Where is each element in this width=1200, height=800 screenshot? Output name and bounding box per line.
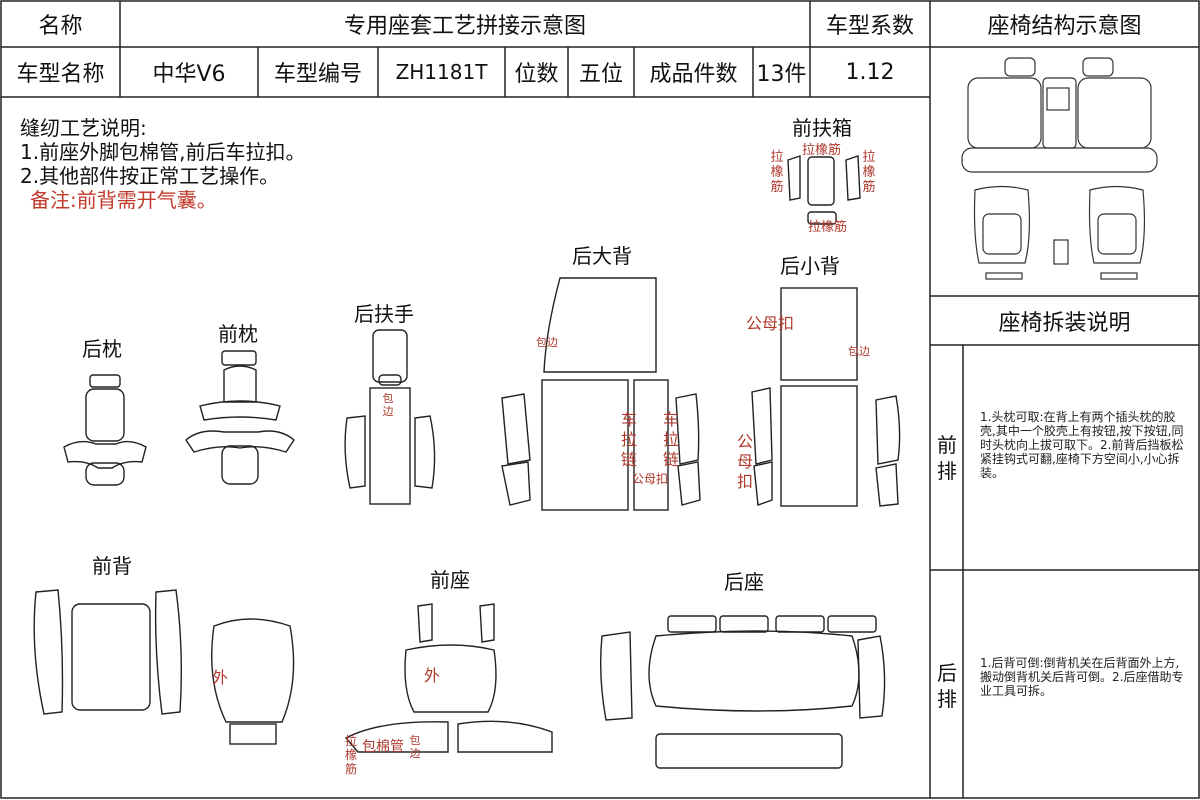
assembly-title: 座椅拆装说明 — [998, 310, 1131, 336]
annotation-snap-big-back: 公母扣 — [632, 472, 669, 486]
rear-row-instructions: 1.后背可倒:倒背机关在后背面外上方,搬动倒背机关后背可倒。2.后座借助专业工具… — [980, 656, 1184, 698]
part-title-front-armbox: 前扶箱 — [792, 116, 852, 140]
front-pillow-pieces — [185, 350, 295, 485]
annotation-zipper-left: 车拉链 — [620, 410, 637, 469]
rear-small-back-pieces — [751, 287, 901, 507]
annotation-pull-elastic-left: 拉橡筋 — [770, 150, 784, 195]
structure-title: 座椅结构示意图 — [987, 14, 1142, 39]
annotation-hem-front-seat: 包边 — [409, 734, 421, 760]
rear-pillow-pieces — [63, 374, 147, 486]
part-title-rear-seat: 后座 — [724, 570, 764, 594]
model-code-value: ZH1181T — [395, 60, 488, 84]
annotation-snap-small-back: 公母扣 — [746, 314, 795, 333]
front-armbox-pieces — [787, 155, 861, 225]
front-back-pieces — [33, 589, 295, 745]
rear-row-label: 后排 — [937, 661, 957, 711]
sewing-note-2: 2.其他部件按正常工艺操作。 — [20, 164, 280, 188]
annotation-zipper-right: 车拉链 — [662, 410, 679, 469]
annotation-outer-front-back: 外 — [212, 668, 229, 687]
model-code-label: 车型编号 — [273, 62, 362, 87]
seat-structure-sketch — [961, 57, 1158, 280]
sewing-notes-title: 缝纫工艺说明: — [20, 116, 147, 140]
pieces-value: 13件 — [756, 62, 807, 87]
annotation-pull-elastic-right: 拉橡筋 — [862, 150, 876, 195]
model-name-label: 车型名称 — [16, 62, 105, 87]
annotation-pull-elastic-top: 拉橡筋 — [802, 143, 842, 158]
part-title-front-seat: 前座 — [430, 568, 470, 592]
annotation-pull-elastic-bottom: 拉橡筋 — [808, 220, 848, 235]
front-seat-pieces — [344, 603, 553, 753]
coeff-value: 1.12 — [845, 59, 895, 85]
pieces-label: 成品件数 — [649, 62, 738, 87]
rear-armrest-pieces — [344, 329, 436, 505]
rear-seat-pieces — [599, 615, 886, 769]
part-title-rear-small-back: 后小背 — [780, 254, 840, 278]
annotation-hem-small-back: 包边 — [848, 345, 870, 358]
name-label: 名称 — [38, 14, 83, 39]
part-title-rear-armrest: 后扶手 — [354, 302, 414, 326]
annotation-snap-vertical: 公母扣 — [736, 432, 753, 491]
model-name-value: 中华V6 — [152, 62, 226, 87]
part-title-front-pillow: 前枕 — [218, 322, 258, 346]
annotation-hem-big-back: 包边 — [536, 336, 558, 349]
page-title: 专用座套工艺拼接示意图 — [343, 14, 586, 39]
part-title-rear-big-back: 后大背 — [572, 244, 632, 268]
annotation-cotton-tube: 包棉管 — [362, 739, 404, 755]
seats-label: 位数 — [514, 62, 559, 87]
front-row-instructions: 1.头枕可取:在背上有两个插头枕的胶壳,其中一个胶壳上有按钮,按下按钮,同时头枕… — [980, 410, 1184, 480]
coeff-label: 车型系数 — [825, 14, 914, 39]
sewing-note-1: 1.前座外脚包棉管,前后车拉扣。 — [20, 140, 306, 164]
seats-value: 五位 — [578, 62, 623, 87]
part-title-rear-pillow: 后枕 — [82, 337, 122, 361]
annotation-hem-armrest: 包边 — [382, 392, 394, 418]
front-row-label: 前排 — [937, 433, 957, 483]
part-title-front-back: 前背 — [92, 554, 132, 578]
rear-big-back-pieces — [501, 277, 701, 511]
sewing-remark: 备注:前背需开气囊。 — [30, 188, 217, 212]
annotation-outer-front-seat: 外 — [424, 666, 441, 685]
annotation-elastic-front-seat: 拉橡筋 — [344, 734, 357, 776]
